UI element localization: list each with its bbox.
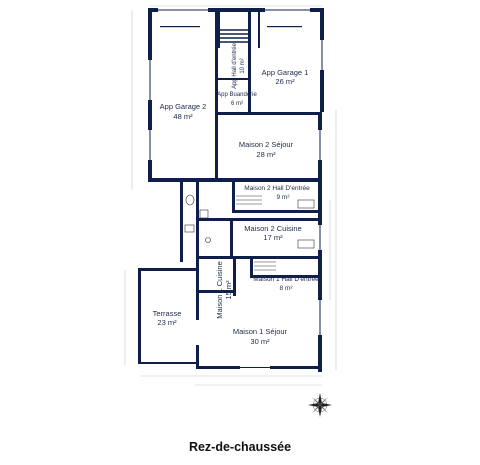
floor-plan: App Garage 2 48 m² App Hall d'entrée 10 … (124, 5, 337, 417)
room-area: 9 m² (277, 194, 291, 201)
interior-walls-upper (148, 8, 322, 182)
room-name: App Garage 1 (262, 68, 309, 77)
room-name: App Buanderie (217, 92, 257, 98)
room-area: 17 m² (263, 233, 283, 242)
walls-middle-block (180, 182, 322, 372)
floor-title: Rez-de-chaussée (188, 440, 292, 454)
room-name: Terrasse (153, 309, 182, 318)
room-area: 30 m² (250, 337, 270, 346)
room-app-garage-1: App Garage 1 26 m² (262, 68, 309, 86)
room-maison-1-sejour: Maison 1 Séjour 30 m² (233, 327, 288, 346)
walls-upper-block (148, 8, 324, 182)
room-area: 48 m² (173, 112, 193, 121)
stair-middle (236, 195, 276, 271)
room-terrasse: Terrasse 23 m² (153, 309, 182, 327)
room-maison-2-cuisine: Maison 2 Cuisine 17 m² (244, 224, 302, 242)
room-maison-2-hall: Maison 2 Hall D'entrée 9 m² (244, 185, 310, 201)
room-area: 10 m² (240, 58, 246, 73)
room-name: App Garage 2 (160, 102, 207, 111)
room-app-hall-entree: App Hall d'entrée 10 m² (232, 42, 246, 89)
room-name: Maison 1 Séjour (233, 327, 288, 336)
room-maison-1-hall: Maison 1 Hall D'entrée 8 m² (253, 276, 319, 292)
room-maison-1-cuisine: Maison 1 Cuisine 15 m² (215, 261, 233, 319)
room-name: Maison 1 Hall D'entrée (253, 276, 319, 283)
fixtures (184, 194, 315, 249)
room-name: App Hall d'entrée (232, 42, 238, 89)
dimension-lines (124, 5, 337, 386)
room-maison-2-sejour: Maison 2 Séjour 28 m² (239, 140, 294, 159)
walls-lower-block (138, 256, 322, 369)
room-name: Maison 1 Cuisine (215, 261, 224, 319)
compass-rose-icon (308, 393, 332, 417)
room-name: Maison 2 Hall D'entrée (244, 185, 310, 192)
room-area: 15 m² (224, 280, 233, 300)
room-area: 8 m² (280, 285, 294, 292)
room-app-garage-2: App Garage 2 48 m² (160, 102, 207, 121)
room-app-buanderie: App Buanderie 6 m² (217, 92, 257, 107)
room-area: 26 m² (275, 77, 295, 86)
room-name: Maison 2 Cuisine (244, 224, 302, 233)
room-area: 6 m² (231, 101, 243, 107)
stair-upper (220, 29, 248, 43)
room-area: 28 m² (256, 150, 276, 159)
room-area: 23 m² (157, 318, 177, 327)
room-name: Maison 2 Séjour (239, 140, 294, 149)
